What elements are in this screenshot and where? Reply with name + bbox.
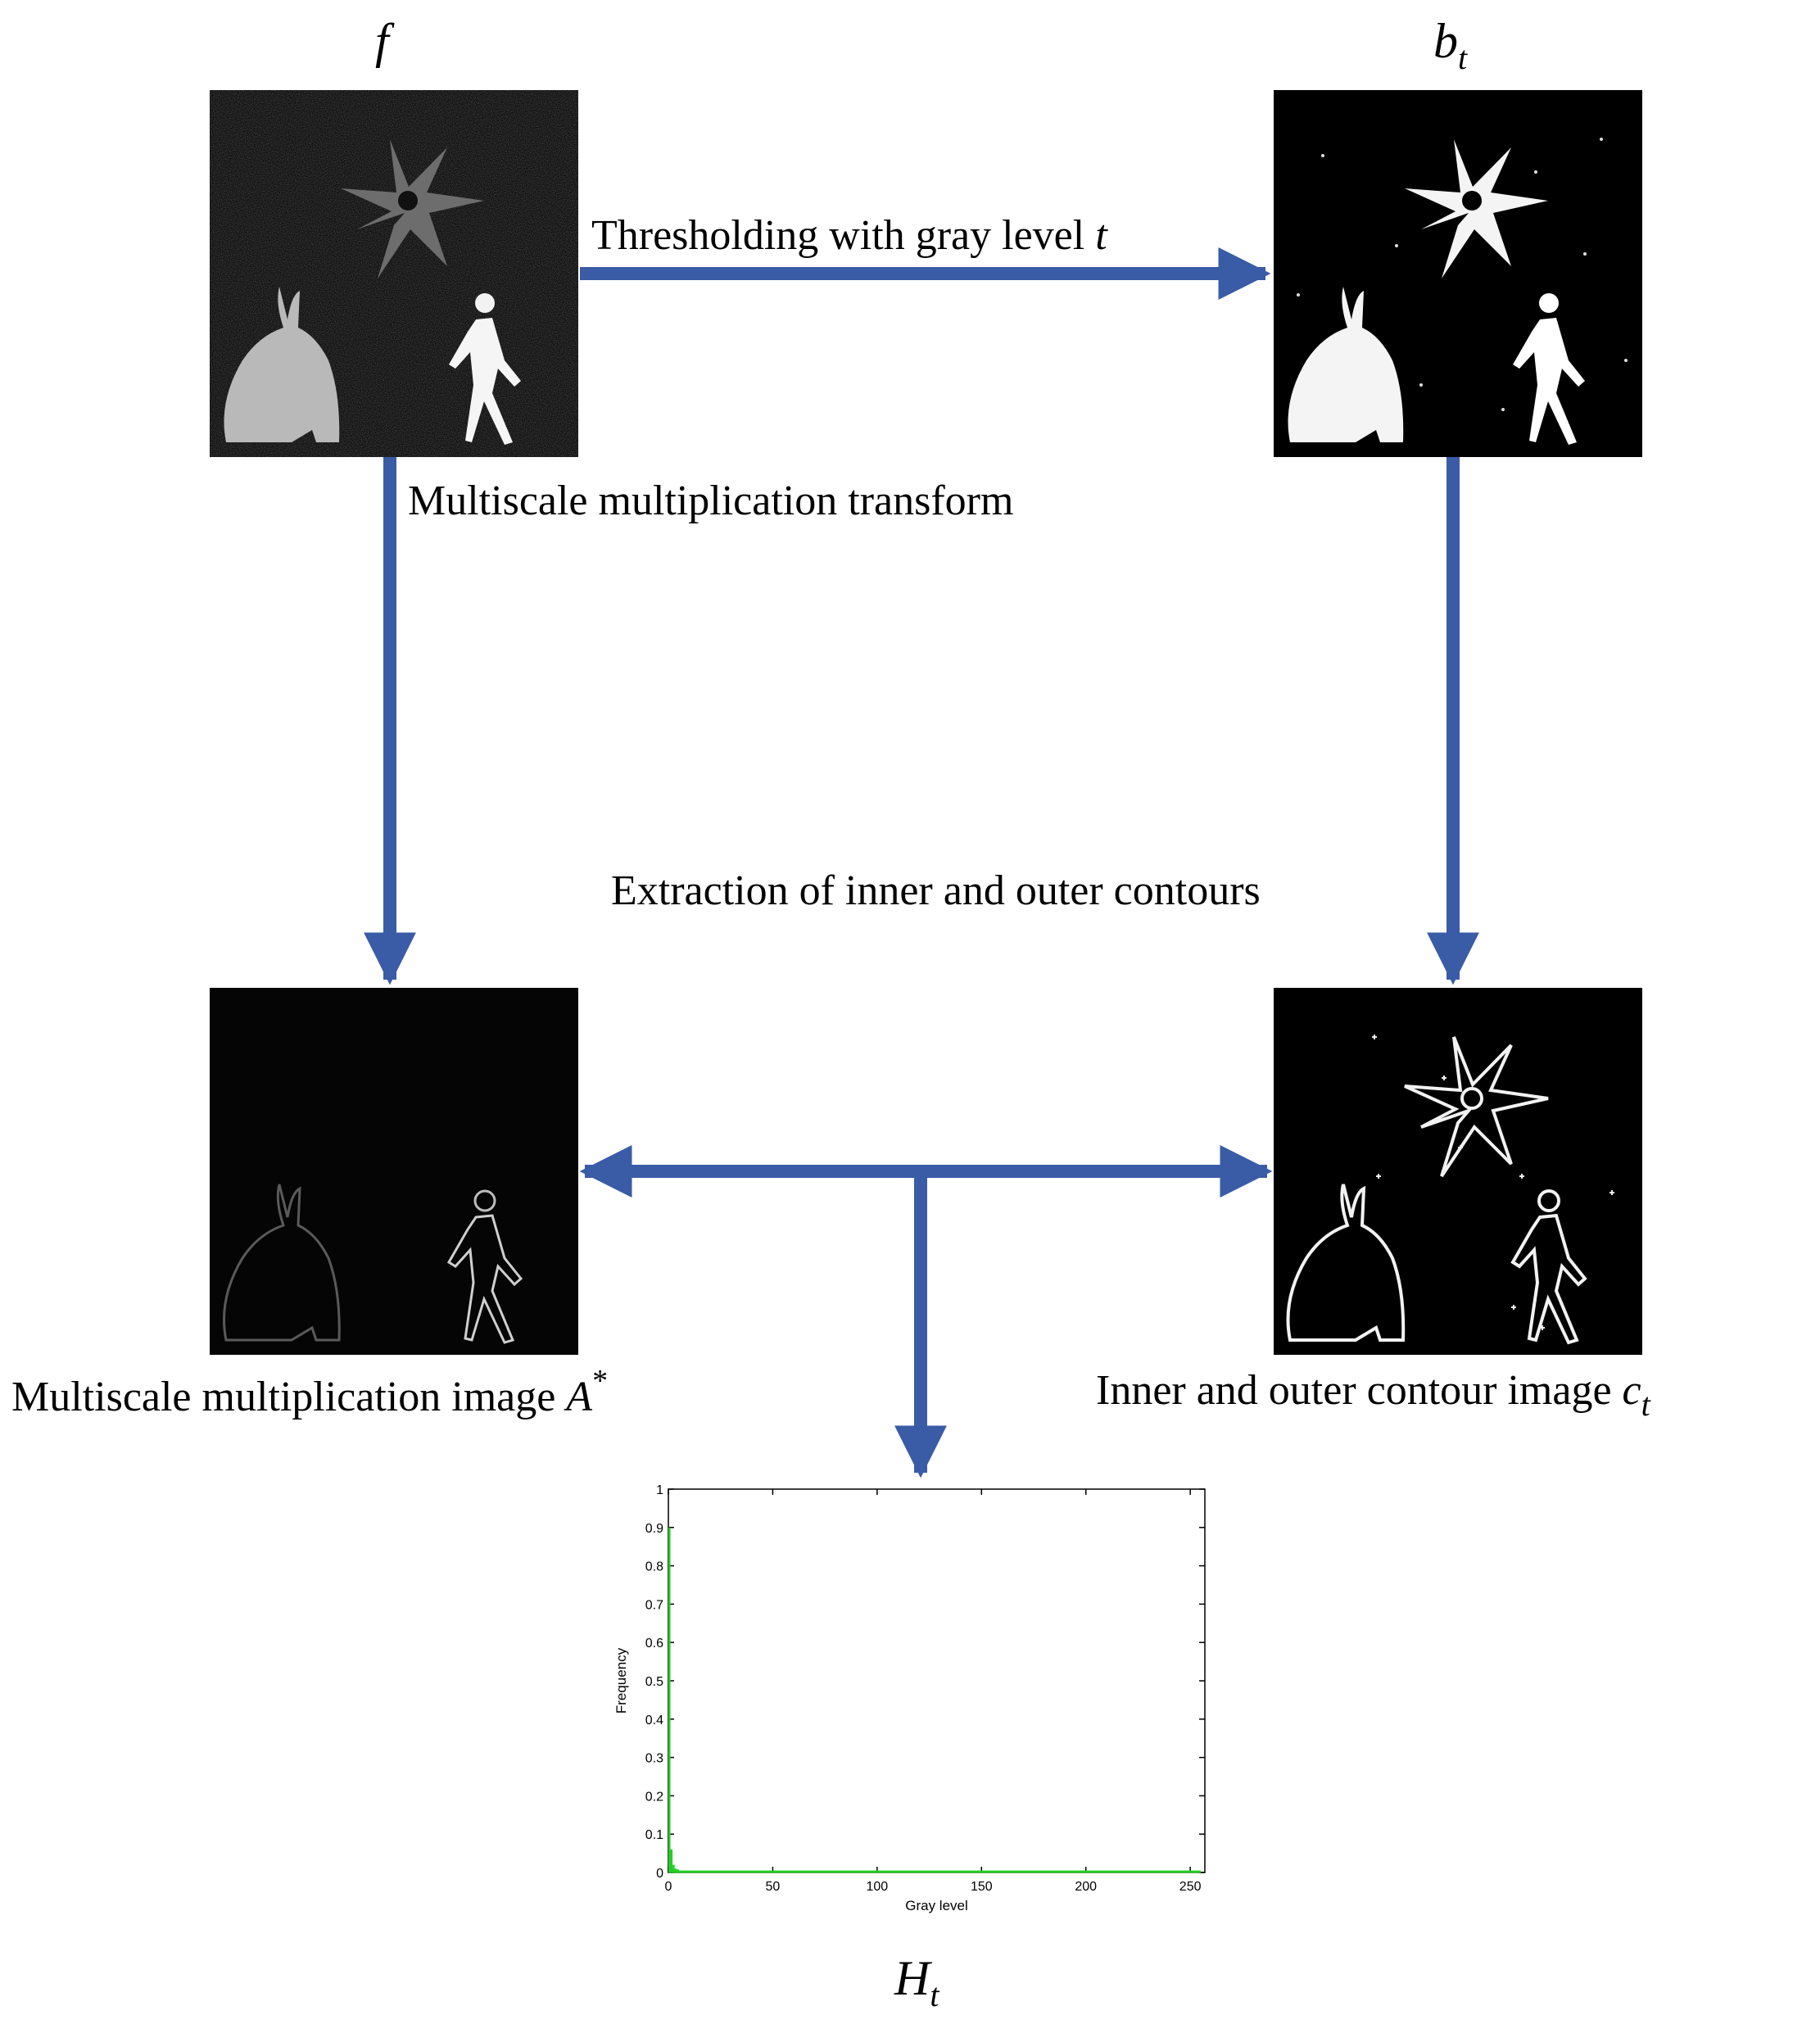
y-tick-label: 1 <box>656 1483 663 1497</box>
label-Ht-main: H <box>894 1951 930 2005</box>
label-Ht-sub: t <box>930 1976 939 2013</box>
person-contour <box>1510 1213 1587 1345</box>
label-thresholding-text: Thresholding with gray level <box>591 212 1096 259</box>
histogram-bar <box>670 1849 673 1872</box>
panel-contour-image <box>1274 988 1642 1355</box>
x-tick-label: 250 <box>1179 1880 1202 1894</box>
person-shape-binary <box>1513 318 1585 445</box>
x-tick-label: 200 <box>1075 1880 1097 1894</box>
y-tick-label: 0.1 <box>645 1828 663 1842</box>
histogram-svg: 0 0.1 0.2 0.3 0.4 0.5 0.6 0.7 0.8 0.9 1 0 50 100 150 20… <box>613 1483 1206 1913</box>
x-axis-label: Gray level <box>905 1898 968 1913</box>
rabbit-contour <box>1286 1184 1406 1342</box>
label-contour-image-sub: t <box>1641 1386 1650 1423</box>
histogram-bar <box>672 1864 675 1872</box>
y-tick-label: 0.2 <box>645 1790 663 1804</box>
x-tick-label: 150 <box>971 1880 993 1894</box>
x-tick-label: 50 <box>766 1880 781 1894</box>
y-tick-label: 0 <box>656 1867 663 1881</box>
x-tick-label: 0 <box>665 1880 672 1894</box>
person-shape <box>449 318 521 445</box>
label-multiscale-image-text: Multiscale multiplication image <box>11 1374 567 1420</box>
label-bt-main: b <box>1433 14 1458 68</box>
label-contour-image: Inner and outer contour image ct <box>1096 1367 1650 1421</box>
histogram-bar <box>668 1527 671 1872</box>
flower-contour <box>1404 1036 1549 1178</box>
label-bt: bt <box>1433 14 1467 75</box>
label-extraction: Extraction of inner and outer contours <box>611 867 1261 914</box>
rabbit-contour-faint <box>223 1184 341 1342</box>
person-contour-faint <box>446 1214 523 1344</box>
y-tick-label: 0.5 <box>645 1675 663 1689</box>
histogram-chart: 0 0.1 0.2 0.3 0.4 0.5 0.6 0.7 0.8 0.9 1 0 50 100 150 20… <box>590 1474 1220 1917</box>
y-tick-label: 0.8 <box>645 1560 663 1574</box>
plot-area <box>668 1488 1206 1873</box>
label-multiscale-image: Multiscale multiplication image A* <box>11 1365 608 1420</box>
label-f-text: f <box>375 14 389 68</box>
y-axis-label: Frequency <box>613 1647 629 1714</box>
y-tick-label: 0.7 <box>645 1598 663 1612</box>
y-tick-label: 0.6 <box>645 1637 663 1650</box>
label-contour-image-text: Inner and outer contour image <box>1096 1367 1623 1414</box>
label-f: f <box>375 16 389 66</box>
label-thresholding: Thresholding with gray level t <box>591 215 1107 257</box>
label-multiscale-image-sup: * <box>592 1364 609 1398</box>
rabbit-shape-binary <box>1288 287 1404 442</box>
y-tick-label: 0.9 <box>645 1522 663 1536</box>
rabbit-shape <box>224 287 340 442</box>
label-multiscale-image-var: A <box>566 1374 593 1420</box>
label-Ht: Ht <box>894 1951 939 2012</box>
x-tick-label: 100 <box>867 1880 889 1894</box>
panel-original-image <box>210 90 578 457</box>
y-tick-label: 0.4 <box>645 1714 663 1727</box>
label-thresholding-var: t <box>1095 212 1107 259</box>
label-multiscale-transform: Multiscale multiplication transform <box>408 478 1014 524</box>
label-bt-sub: t <box>1458 39 1468 76</box>
label-contour-image-var: c <box>1622 1367 1641 1414</box>
panel-multiscale-image <box>210 988 578 1355</box>
panel-threshold-image <box>1274 90 1642 457</box>
y-tick-label: 0.3 <box>645 1752 663 1766</box>
